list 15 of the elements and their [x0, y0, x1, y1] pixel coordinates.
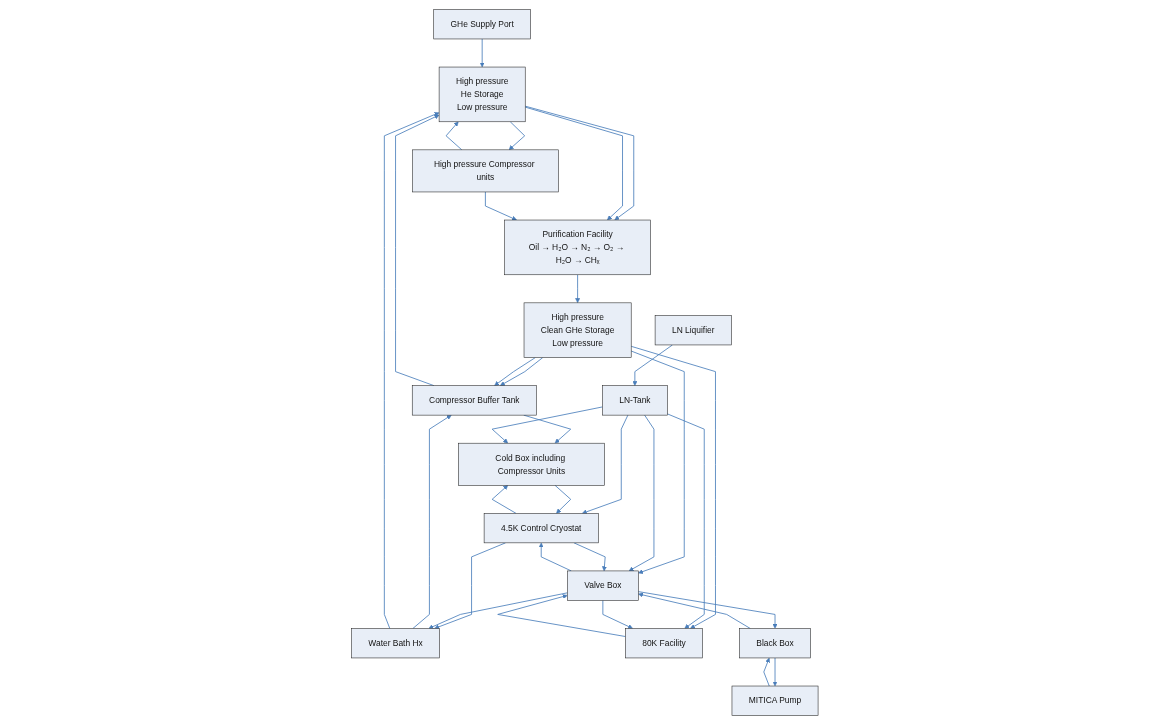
node-box: Black Box	[738, 628, 811, 659]
node-box: Valve Box	[566, 570, 639, 601]
node-box: High pressure Compressor units	[411, 149, 559, 193]
node-box: Compressor Buffer Tank	[411, 385, 537, 416]
node-box: Water Bath Hx	[350, 628, 440, 659]
node-box: 4.5K Control Cryostat	[483, 513, 599, 544]
node-box: 80K Facility	[624, 628, 703, 659]
node-box: Purification Facility Oil → H₂O → N₂ → O₂ → H₂O → CHₓ	[504, 219, 651, 276]
node-box: High pressure He Storage Low pressure	[438, 66, 526, 123]
node-box: High pressure Clean GHe Storage Low pressure	[523, 302, 632, 358]
node-box: LN-Tank	[601, 385, 668, 416]
node-box: Cold Box including Compressor Units	[457, 442, 605, 486]
node-box: LN Liquifier	[654, 315, 732, 346]
node-box: MITICA Pump	[731, 685, 819, 716]
node-box: GHe Supply Port	[433, 9, 531, 40]
